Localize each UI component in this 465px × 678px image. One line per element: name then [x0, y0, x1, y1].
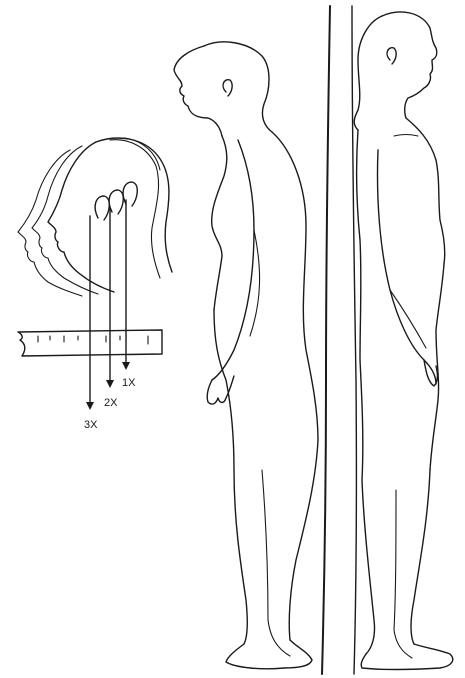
head-projection-inset: 1X 2X 3X	[18, 138, 172, 431]
drop-line-3x	[86, 216, 94, 410]
drop-line-2x	[106, 208, 114, 388]
slouched-figure	[174, 42, 318, 669]
ear-markers	[95, 182, 137, 220]
drop-line-1x	[122, 200, 130, 370]
label-3x: 3X	[84, 419, 98, 431]
wall	[322, 6, 356, 674]
label-1x: 1X	[122, 377, 136, 389]
head-profile-2x	[32, 146, 98, 294]
upright-figure	[354, 12, 453, 670]
label-2x: 2X	[104, 397, 118, 409]
